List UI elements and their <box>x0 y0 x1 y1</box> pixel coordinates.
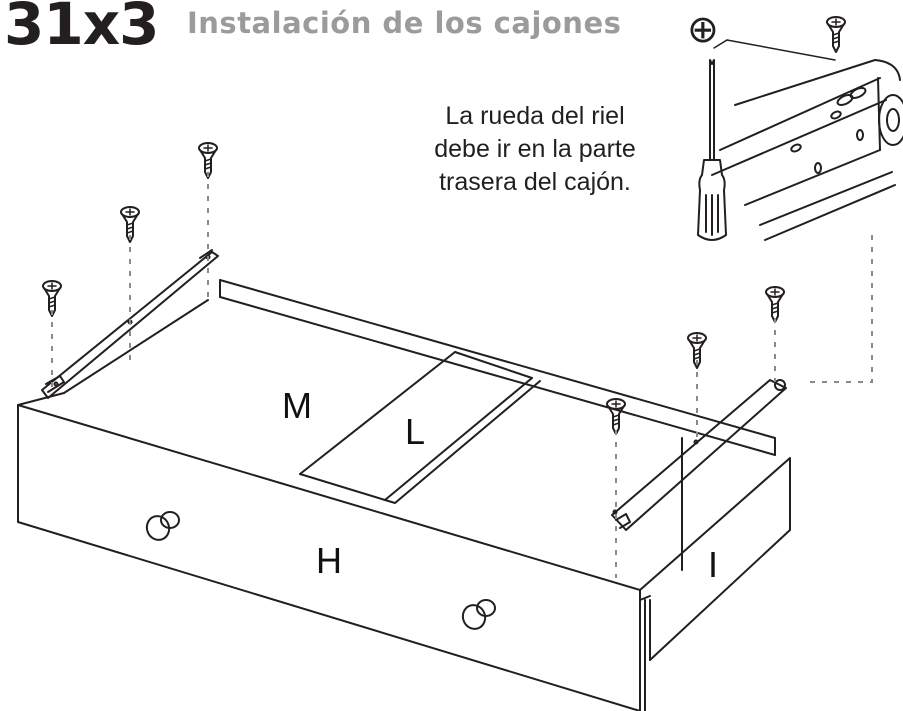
part-label-h: H <box>316 540 342 581</box>
screw-icon <box>198 142 218 179</box>
part-label-i: I <box>708 544 719 585</box>
drawer-knob-icon <box>145 511 180 541</box>
part-label-m: M <box>282 385 312 426</box>
screw-icon <box>687 332 707 369</box>
screw-icon <box>606 398 626 435</box>
screw-icon <box>42 280 62 317</box>
screw-guide-lines <box>51 172 873 578</box>
drawer-rail-right <box>611 379 787 531</box>
drawer-box <box>63 279 776 571</box>
screw-icon <box>826 16 846 53</box>
rail-wheel-note: La rueda del riel debe ir en la parte tr… <box>434 102 636 196</box>
phillips-screwdriver-icon <box>697 39 836 241</box>
part-label-l: L <box>405 411 426 452</box>
rail-detail-inset <box>711 59 903 241</box>
drawer-rail-left <box>41 249 219 399</box>
step-title: Instalación de los cajones <box>187 6 622 40</box>
screw-icon <box>120 206 140 243</box>
screw-icon <box>765 286 785 323</box>
phillips-symbol-icon: ⊕ <box>687 7 719 51</box>
drawer-knob-icon <box>461 599 496 630</box>
drawer-front-panel-h <box>17 392 791 711</box>
step-number: 31x3 <box>4 0 159 58</box>
